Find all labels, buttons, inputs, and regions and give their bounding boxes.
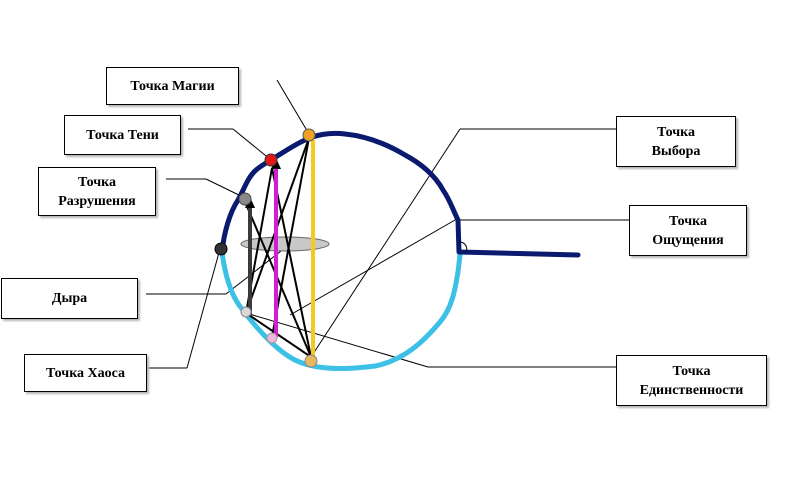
label-chaos-line-1: Точка Хаоса <box>45 365 126 381</box>
cross-line-1 <box>271 167 312 358</box>
magic-point <box>302 128 316 142</box>
leader-sensation-2 <box>289 219 456 316</box>
label-choice-line-2: Выбора <box>651 143 701 159</box>
outline-lower <box>219 249 463 371</box>
label-magic-line-1: Точка Магии <box>130 78 215 94</box>
cross-line-6 <box>245 312 312 358</box>
label-sensation-line-1: Точка <box>668 213 708 229</box>
label-uniqueness-line-2: Единственности <box>639 382 744 398</box>
label-chaos: Точка Хаоса <box>24 354 147 392</box>
label-hole-line-1: Дыра <box>51 291 88 306</box>
leader-shadow-2 <box>232 128 272 161</box>
label-shadow: Точка Тени <box>64 115 181 155</box>
label-uniqueness: Точка Единственности <box>616 355 767 406</box>
cross-line-4 <box>245 203 312 358</box>
label-uniqueness-line-1: Точка <box>672 363 711 379</box>
shadow-point <box>264 153 278 167</box>
chaos-point <box>214 242 228 256</box>
destruction-point <box>238 192 252 206</box>
label-shadow-line-1: Точка Тени <box>86 127 159 143</box>
right-notch <box>458 241 468 253</box>
label-destruction-line-2: Разрушения <box>58 193 136 209</box>
uniqueness-point <box>304 354 318 368</box>
hole-disc <box>240 236 330 252</box>
label-choice-line-1: Точка <box>656 124 696 140</box>
hole-lower-point <box>240 306 252 318</box>
cross-line-3 <box>271 137 310 338</box>
label-destruction: Точка Разрушения <box>38 167 156 216</box>
leader-magic <box>276 79 310 135</box>
leader-hole-2 <box>225 243 291 295</box>
label-sensation-line-2: Ощущения <box>652 232 724 248</box>
label-magic: Точка Магии <box>106 67 239 105</box>
label-destruction-line-1: Точка <box>77 174 117 190</box>
label-choice: Точка Выбора <box>616 116 736 167</box>
leader-chaos-2 <box>186 248 221 369</box>
label-sensation: Точка Ощущения <box>629 205 747 256</box>
leader-choice-2 <box>310 128 461 358</box>
shadow-lower-point <box>266 332 278 344</box>
label-hole: Дыра <box>1 278 138 319</box>
